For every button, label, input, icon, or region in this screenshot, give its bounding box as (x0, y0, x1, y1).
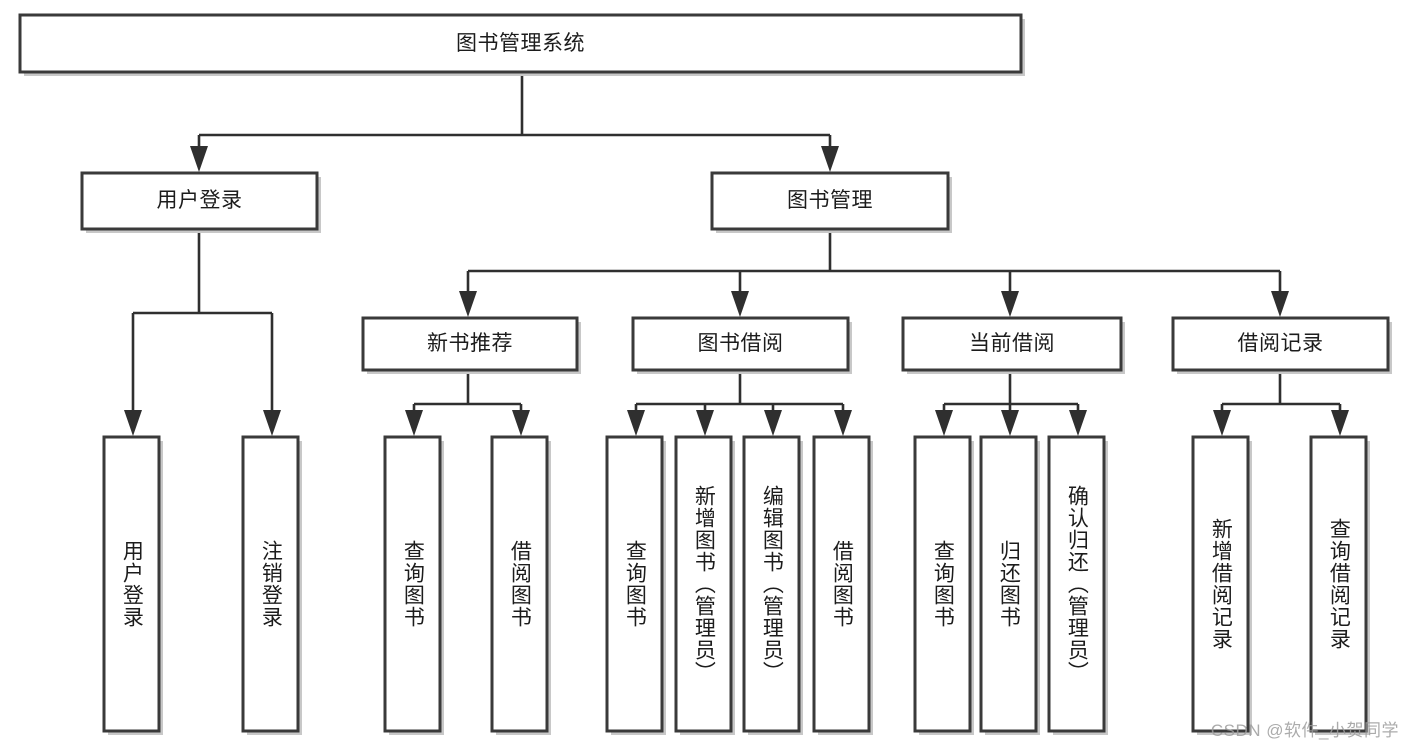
arrowhead-new-book-recommend (459, 291, 477, 317)
arrowhead-book-management (821, 146, 839, 172)
node-box-leaf-confirm-return[interactable] (1047, 435, 1106, 733)
arrowhead-leaf-query-book-2 (627, 410, 645, 436)
node-box-current-borrow[interactable] (901, 316, 1123, 372)
arrowhead-leaf-query-book-1 (405, 410, 423, 436)
arrowhead-user-login (190, 146, 208, 172)
node-box-leaf-query-book-1[interactable] (383, 435, 442, 733)
node-box-leaf-query-book-2[interactable] (605, 435, 664, 733)
node-box-leaf-borrow-book-1[interactable] (490, 435, 549, 733)
arrowhead-leaf-confirm-return (1069, 410, 1087, 436)
arrowhead-leaf-query-book-3 (935, 410, 953, 436)
arrowhead-leaf-edit-book (764, 410, 782, 436)
arrowhead-book-borrow (731, 291, 749, 317)
node-box-user-login[interactable] (80, 171, 319, 231)
node-box-leaf-logout[interactable] (241, 435, 300, 733)
arrowhead-leaf-add-record (1213, 410, 1231, 436)
node-box-leaf-add-record[interactable] (1191, 435, 1250, 733)
node-box-leaf-query-record[interactable] (1309, 435, 1368, 733)
node-box-leaf-return-book[interactable] (979, 435, 1038, 733)
arrowhead-leaf-logout (263, 410, 281, 436)
arrowhead-leaf-borrow-book-1 (512, 410, 530, 436)
arrowhead-leaf-borrow-book-2 (834, 410, 852, 436)
node-box-leaf-edit-book[interactable] (742, 435, 801, 733)
arrowhead-current-borrow (1001, 291, 1019, 317)
arrowhead-leaf-user-login (124, 410, 142, 436)
node-box-leaf-query-book-3[interactable] (913, 435, 972, 733)
arrowhead-leaf-add-book (696, 410, 714, 436)
node-box-group (18, 13, 1390, 733)
node-box-leaf-user-login[interactable] (102, 435, 161, 733)
csdn-watermark: CSDN @软件_小贺同学 (1210, 721, 1399, 740)
node-box-borrow-record[interactable] (1171, 316, 1390, 372)
node-box-leaf-add-book[interactable] (674, 435, 733, 733)
node-box-leaf-borrow-book-2[interactable] (812, 435, 871, 733)
connector-group (124, 76, 1349, 436)
node-box-new-book-recommend[interactable] (361, 316, 579, 372)
arrowhead-borrow-record (1271, 291, 1289, 317)
node-box-root[interactable] (18, 13, 1023, 74)
arrowhead-leaf-return-book (1001, 410, 1019, 436)
node-box-book-borrow[interactable] (631, 316, 850, 372)
node-box-book-management[interactable] (710, 171, 950, 231)
arrowhead-leaf-query-record (1331, 410, 1349, 436)
